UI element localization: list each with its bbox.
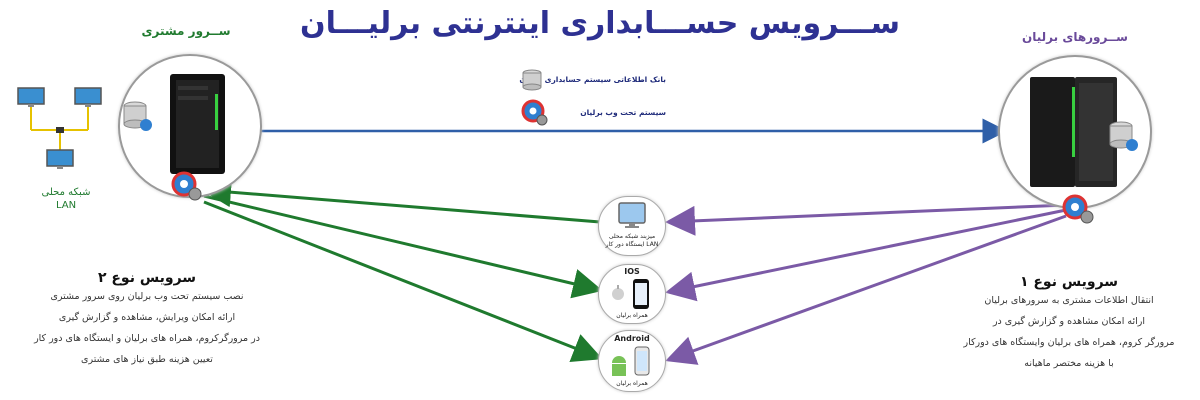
service2-line: در مرورگرکروم، همراه های برلیان و ایستگا… (34, 333, 260, 344)
service2-title: سرویس نوع ۲ (97, 270, 197, 286)
green-arrow-android (203, 200, 603, 363)
smartphone-icon (634, 346, 650, 376)
service1-line: با هزینه مختصر ماهیانه (1024, 358, 1114, 369)
chrome-gear-icon (521, 99, 548, 126)
database-icon (123, 101, 152, 131)
purple-arrow-android (665, 214, 1067, 365)
database-icon (522, 69, 542, 91)
center-db-label-row: بانک اطلاعاتی سیستم حسابداری برلیان (519, 68, 700, 92)
berelian-servers-label: ســرورهای برلیان (1022, 30, 1128, 44)
ios-node[interactable]: IOS همراه برلیان (598, 264, 666, 324)
lan-network (4, 80, 124, 190)
customer-server-label: ســرور مشتری (141, 24, 231, 38)
page-title: ســـرویس حســـابداری اینترنتی برلیـــان (299, 6, 901, 41)
server-tower-icon (170, 74, 225, 174)
ios-caption: همراه برلیان (616, 312, 648, 319)
purple-arrow-desktop (665, 203, 1067, 236)
service1-line: مرورگر کروم، همراه های برلیان وایستگاه ه… (963, 337, 1175, 348)
service2-line: نصب سیستم تحت وب برلیان روی سرور مشتری (50, 291, 244, 302)
android-caption: همراه برلیان (616, 380, 648, 387)
purple-arrow-ios (665, 208, 1067, 302)
service1-line: ارائه امکان مشاهده و گزارش گیری در (992, 316, 1146, 327)
service1-block: سرویس نوع ۱ انتقال اطلاعات مشتری به سرور… (944, 274, 1194, 374)
db-label: بانک اطلاعاتی سیستم حسابداری برلیان (519, 75, 666, 84)
green-arrow-desktop-back (203, 194, 603, 299)
green-arrow-desktop (201, 177, 601, 224)
monitor-icon (74, 87, 102, 107)
android-title: Android (614, 334, 650, 343)
desktop-caption: میزبند شبکه محلی LAN ایستگاه دور کار (605, 233, 659, 248)
lan-diagram (17, 87, 102, 169)
lan-label-en: LAN (55, 200, 77, 211)
monitor-icon (618, 202, 646, 228)
monitor-icon (17, 87, 45, 107)
service1-line: انتقال اطلاعات مشتری به سرورهای برلیان (984, 295, 1154, 306)
chrome-gear-icon[interactable] (170, 170, 204, 202)
smartphone-icon (633, 279, 649, 309)
lan-label-fa: شبکه محلی (41, 187, 91, 198)
ios-title: IOS (624, 267, 640, 276)
android-icon (612, 356, 626, 376)
center-web-label-row: سیستم تحت وب برلیان (520, 98, 700, 126)
service2-line: ارائه امکان ویرایش، مشاهده و گزارش گیری (58, 312, 236, 323)
service2-line: تعیین هزینه طبق نیاز های مشتری (81, 354, 213, 365)
database-icon (1109, 121, 1138, 151)
server-tower-icon (1030, 77, 1117, 187)
apple-icon (612, 285, 624, 300)
chrome-gear-icon[interactable] (1060, 192, 1096, 226)
android-node[interactable]: Android همراه برلیان (598, 330, 666, 392)
web-label: سیستم تحت وب برلیان (580, 108, 666, 117)
monitor-icon (46, 149, 74, 169)
service1-title: سرویس نوع ۱ (1019, 274, 1119, 290)
desktop-node[interactable]: میزبند شبکه محلی LAN ایستگاه دور کار (598, 196, 666, 256)
service2-block: سرویس نوع ۲ نصب سیستم تحت وب برلیان روی … (12, 270, 282, 370)
